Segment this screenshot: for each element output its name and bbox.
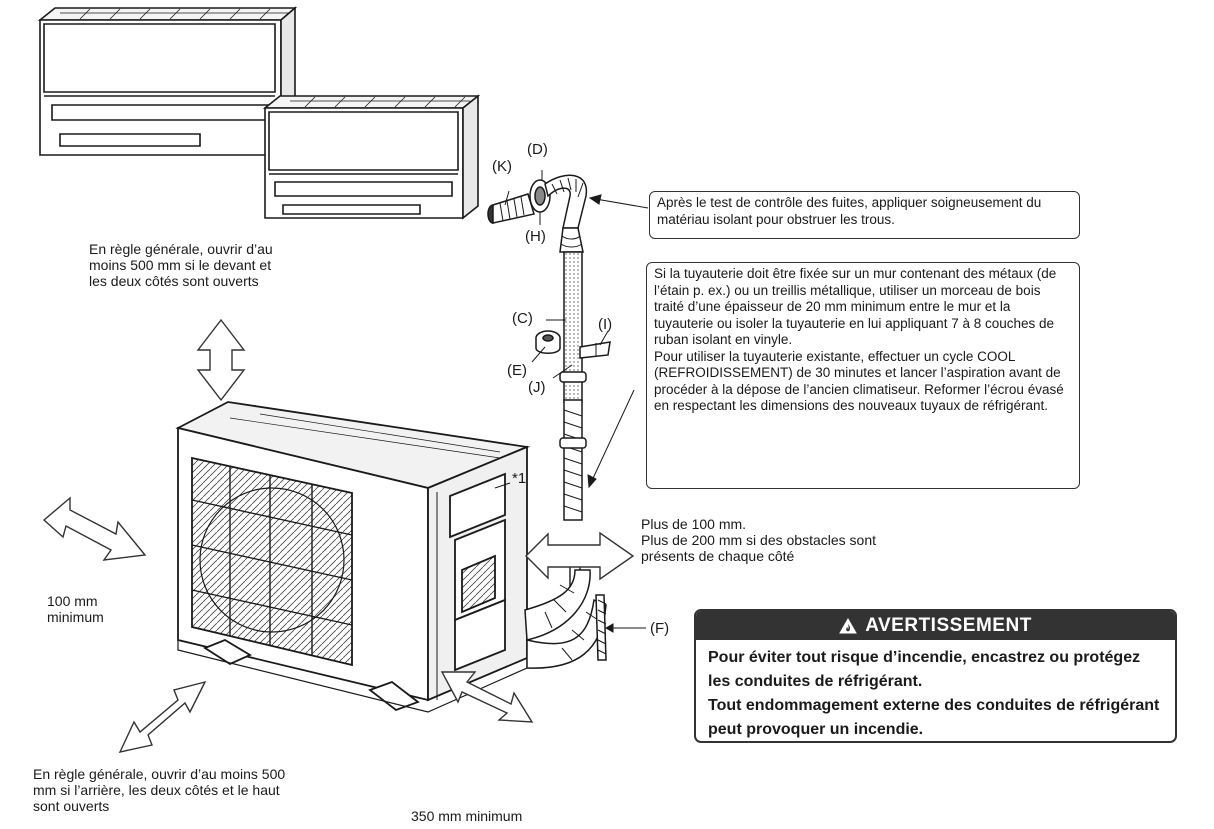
label-h: (H) (525, 228, 546, 245)
label-d: (D) (527, 141, 548, 158)
vertical-pipe (559, 251, 611, 600)
fire-warning-icon (839, 617, 858, 633)
front-min-note: 350 mm minimum (411, 808, 523, 824)
warning-line1: Pour éviter tout risque d’incendie, enca… (708, 649, 1141, 690)
side-left-note: 100 mm minimum (47, 593, 104, 625)
warning-body: Pour éviter tout risque d’incendie, enca… (696, 640, 1175, 741)
wall-piping (487, 174, 588, 253)
rear-clearance-note: En règle générale, ouvrir d’au moins 500… (33, 766, 286, 814)
clearance-arrow-right (525, 531, 635, 581)
clearance-arrow-left (42, 496, 147, 561)
leader-lines (494, 170, 649, 633)
piping-callout: Si la tuyauterie doit être fixée sur un … (646, 262, 1080, 489)
label-j: (J) (528, 379, 546, 396)
clearance-arrow-top (196, 318, 246, 402)
label-star1: *1 (512, 470, 527, 487)
leak-test-callout: Après le test de contrôle des fuites, ap… (649, 191, 1080, 239)
clearance-arrow-front (440, 671, 534, 723)
front-clearance-note: En règle générale, ouvrir d’au moins 500… (89, 241, 273, 289)
leak-test-text: Après le test de contrôle des fuites, ap… (657, 195, 1042, 227)
warning-line2: Tout endommagement externe des conduites… (708, 697, 1160, 738)
label-f: (F) (650, 620, 670, 637)
tape-roll (535, 330, 561, 354)
indoor-unit-front (262, 94, 481, 220)
warning-header: AVERTISSEMENT (696, 611, 1175, 640)
label-c: (C) (512, 310, 533, 327)
label-k: (K) (492, 158, 512, 175)
side-right-note: Plus de 100 mm. Plus de 200 mm si des ob… (641, 516, 911, 564)
label-e: (E) (507, 362, 527, 379)
existing-piping-text: Pour utiliser la tuyauterie existante, e… (654, 348, 1064, 414)
side-right-line2: Plus de 200 mm si des obstacles sont pré… (641, 532, 877, 564)
metal-wall-text: Si la tuyauterie doit être fixée sur un … (654, 266, 1057, 347)
clearance-arrow-rear (118, 680, 207, 753)
warning-title: AVERTISSEMENT (865, 614, 1032, 636)
side-right-line1: Plus de 100 mm. (641, 516, 747, 532)
label-i: (I) (598, 316, 613, 333)
flexible-hoses (524, 569, 607, 669)
outdoor-unit (175, 401, 531, 713)
indoor-unit-back (37, 6, 298, 157)
warning-box: AVERTISSEMENT Pour éviter tout risque d’… (694, 609, 1177, 743)
